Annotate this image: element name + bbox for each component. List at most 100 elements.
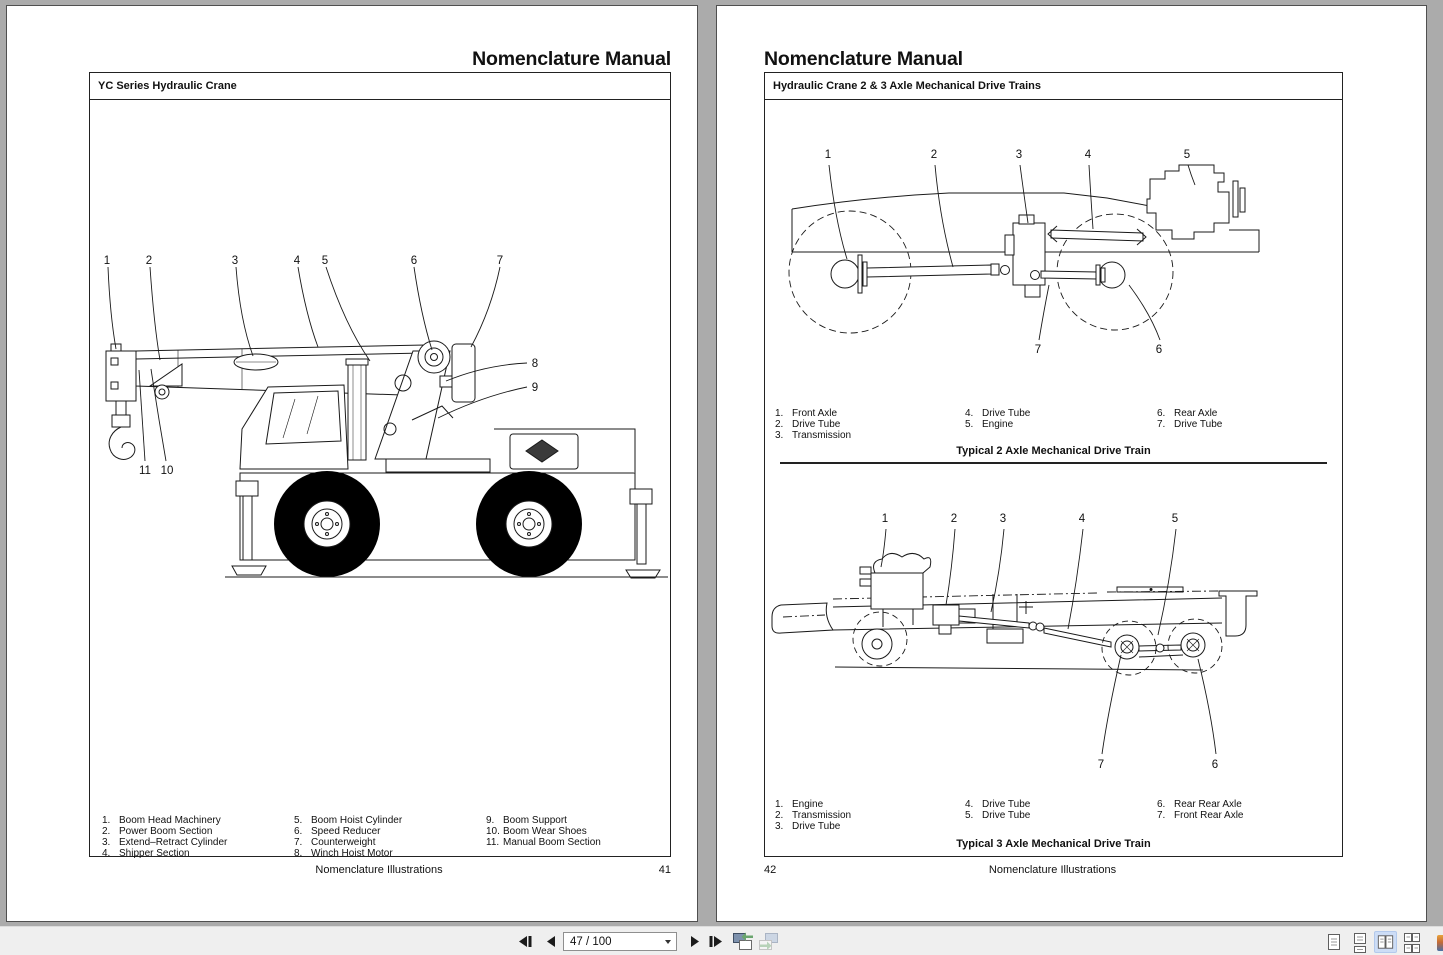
two-axle-drivetrain-diagram: 1 2 3 4 5 7 6	[788, 149, 1260, 356]
callout-numbers: 1 2 3 4 5 7 6	[825, 149, 1190, 356]
callout-number: 1	[825, 149, 831, 161]
callout-number: 4	[294, 255, 301, 267]
combobox-dropdown-arrow[interactable]	[665, 940, 671, 944]
two-page-continuous-layout-button[interactable]	[1400, 931, 1423, 953]
legend-item: 7.Drive Tube	[1157, 419, 1223, 430]
legend-item: 8.Winch Hoist Motor	[294, 848, 393, 859]
drivetrain1-legend-col-1: 1.Front Axle 2.Drive Tube 3.Transmission	[775, 408, 851, 441]
continuous-layout-icon	[1353, 933, 1366, 953]
callout-numbers: 1 2 3 4 5 6 7 8 9 11 10	[104, 255, 538, 477]
callout-number: 5	[1184, 149, 1190, 161]
callout-number: 8	[532, 358, 538, 370]
callout-number: 2	[146, 255, 152, 267]
crane-legend-col-3: 9.Boom Support 10.Boom Wear Shoes 11.Man…	[486, 815, 601, 848]
callout-number: 7	[1035, 344, 1041, 356]
centerlines	[782, 590, 1220, 618]
drivetrain-components	[830, 214, 1147, 298]
callout-number: 2	[931, 149, 937, 161]
callout-number: 7	[1098, 759, 1104, 771]
crane-wheels	[225, 471, 668, 578]
page-title: Nomenclature Manual	[764, 48, 963, 70]
viewer-status-toolbar: 47 / 100	[0, 926, 1443, 955]
drivetrain2-legend-col-2: 4.Drive Tube 5.Drive Tube	[965, 799, 1030, 821]
callout-lines	[828, 164, 1196, 341]
legend-item: 6.Rear Axle	[1157, 408, 1218, 419]
page-number: 42	[764, 864, 777, 876]
legend-item: 7.Counterweight	[294, 837, 376, 848]
figure-box-header: YC Series Hydraulic Crane	[90, 73, 670, 100]
legend-item: 10.Boom Wear Shoes	[486, 826, 587, 837]
callout-number: 3	[1016, 149, 1022, 161]
legend-item: 2.Transmission	[775, 810, 852, 821]
callout-lines	[107, 266, 528, 462]
drivetrain1-legend-col-2: 4.Drive Tube 5.Engine	[965, 408, 1030, 430]
page-number-combobox[interactable]: 47 / 100	[563, 932, 677, 951]
single-page-layout-button[interactable]	[1322, 931, 1345, 953]
callout-number: 5	[1172, 513, 1178, 525]
first-page-icon	[518, 936, 531, 947]
callout-number: 4	[1085, 149, 1092, 161]
callout-lines	[880, 528, 1217, 755]
next-view-button[interactable]	[757, 931, 782, 952]
figure-box-header: Hydraulic Crane 2 & 3 Axle Mechanical Dr…	[765, 73, 1342, 100]
legend-item: 6.Speed Reducer	[294, 826, 381, 837]
diagram1-caption: Typical 2 Axle Mechanical Drive Train	[956, 445, 1151, 457]
legend-item: 4.Drive Tube	[965, 408, 1031, 419]
callout-numbers: 1 2 3 4 5 7 6	[882, 513, 1218, 771]
continuous-layout-button[interactable]	[1348, 931, 1371, 953]
callout-number: 3	[232, 255, 238, 267]
wheel-circles	[852, 611, 1223, 676]
crane-legend-col-2: 5.Boom Hoist Cylinder 6.Speed Reducer 7.…	[294, 815, 402, 859]
callout-number: 4	[1079, 513, 1086, 525]
first-page-button[interactable]	[514, 931, 536, 952]
crane-diagram: 1 2 3 4 5 6 7 8 9 11 10	[104, 255, 668, 579]
legend-item: 1.Front Axle	[775, 408, 838, 419]
previous-page-button[interactable]	[540, 931, 562, 952]
crane-figure-box: YC Series Hydraulic Crane	[89, 72, 671, 859]
legend-item: 9.Boom Support	[486, 815, 567, 826]
legend-item: 3.Transmission	[775, 430, 852, 441]
drivetrain2-legend-col-3: 6.Rear Rear Axle 7.Front Rear Axle	[1157, 799, 1243, 821]
callout-number: 5	[322, 255, 328, 267]
legend-item: 5.Boom Hoist Cylinder	[294, 815, 403, 826]
single-page-layout-icon	[1327, 934, 1340, 950]
previous-view-icon	[733, 932, 753, 950]
legend-item: 3.Extend–Retract Cylinder	[102, 837, 228, 848]
last-page-button[interactable]	[704, 931, 726, 952]
previous-view-button[interactable]	[731, 931, 756, 952]
next-page-button[interactable]	[684, 931, 706, 952]
crane-boom	[105, 340, 476, 470]
diagram2-caption: Typical 3 Axle Mechanical Drive Train	[956, 838, 1151, 850]
legend-item: 5.Drive Tube	[965, 810, 1031, 821]
callout-number: 6	[411, 255, 417, 267]
pdf-page-41: Nomenclature Manual YC Series Hydraulic …	[6, 5, 698, 922]
drivetrain2-legend-col-1: 1.Engine 2.Transmission 3.Drive Tube	[775, 799, 851, 832]
callout-number: 10	[161, 465, 174, 477]
legend-item: 1.Engine	[775, 799, 824, 810]
callout-number: 1	[882, 513, 888, 525]
callout-number: 9	[532, 382, 538, 394]
page-number-field: 47 / 100	[570, 935, 612, 948]
two-page-layout-icon	[1377, 935, 1394, 949]
clipped-edge-icon	[1437, 935, 1443, 951]
next-view-icon	[759, 933, 778, 950]
drivetrain1-legend-col-3: 6.Rear Axle 7.Drive Tube	[1157, 408, 1222, 430]
footer-section-title: Nomenclature Illustrations	[315, 864, 443, 876]
legend-item: 1.Boom Head Machinery	[102, 815, 221, 826]
last-page-icon	[709, 936, 722, 947]
drivetrain-figure-box: Hydraulic Crane 2 & 3 Axle Mechanical Dr…	[764, 72, 1343, 857]
callout-number: 3	[1000, 513, 1006, 525]
callout-number: 2	[951, 513, 957, 525]
legend-item: 2.Drive Tube	[775, 419, 841, 430]
legend-item: 6.Rear Rear Axle	[1157, 799, 1242, 810]
callout-number: 7	[497, 255, 503, 267]
three-axle-drivetrain-diagram: 1 2 3 4 5 7 6	[771, 513, 1258, 771]
footer-section-title: Nomenclature Illustrations	[988, 864, 1117, 876]
crane-legend-col-1: 1.Boom Head Machinery 2.Power Boom Secti…	[102, 815, 227, 859]
legend-item: 2.Power Boom Section	[102, 826, 213, 837]
drivetrain-components	[859, 553, 1206, 660]
callout-number: 6	[1156, 344, 1162, 356]
pdf-page-42: Nomenclature Manual Hydraulic Crane 2 & …	[716, 5, 1427, 922]
legend-item: 11.Manual Boom Section	[486, 837, 601, 848]
two-page-layout-button[interactable]	[1374, 931, 1397, 953]
